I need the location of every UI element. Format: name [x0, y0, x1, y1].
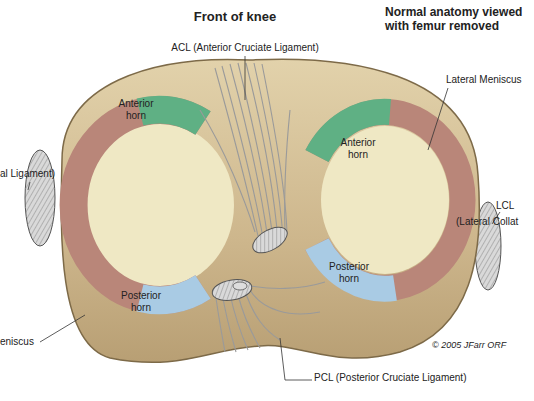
ligament-label: PCL (Posterior Cruciate Ligament) — [314, 372, 514, 384]
acl-stump — [249, 222, 292, 258]
anterior-horn-region — [140, 110, 203, 123]
leader-lines — [28, 56, 500, 380]
part-label: LCL — [496, 200, 532, 212]
part-label: eniscus — [0, 336, 60, 348]
region-label: Posterior horn — [321, 261, 377, 284]
part-label: (Lateral Collat — [456, 216, 534, 228]
part-label: al Ligament) — [0, 168, 80, 180]
medial-meniscus — [74, 110, 203, 300]
pcl-stump-core — [233, 282, 247, 290]
posterior-horn-region — [317, 244, 395, 289]
region-label: Anterior horn — [108, 98, 164, 121]
region-label: Posterior horn — [113, 290, 169, 313]
pcl-stump — [211, 277, 254, 304]
lateral-cartilage — [321, 126, 449, 274]
view-title: Front of knee — [180, 10, 290, 25]
view-note: Normal anatomy viewed with femur removed — [385, 6, 533, 34]
part-label: Lateral Meniscus — [446, 74, 534, 86]
lateral-meniscus — [317, 112, 463, 288]
ligament-label: ACL (Anterior Cruciate Ligament) — [150, 42, 340, 54]
mcl-ligament — [25, 150, 55, 246]
copyright-note: © 2005 JFarr ORF — [432, 340, 534, 350]
region-label: Anterior horn — [330, 137, 386, 160]
tibial-plateau — [61, 59, 479, 362]
